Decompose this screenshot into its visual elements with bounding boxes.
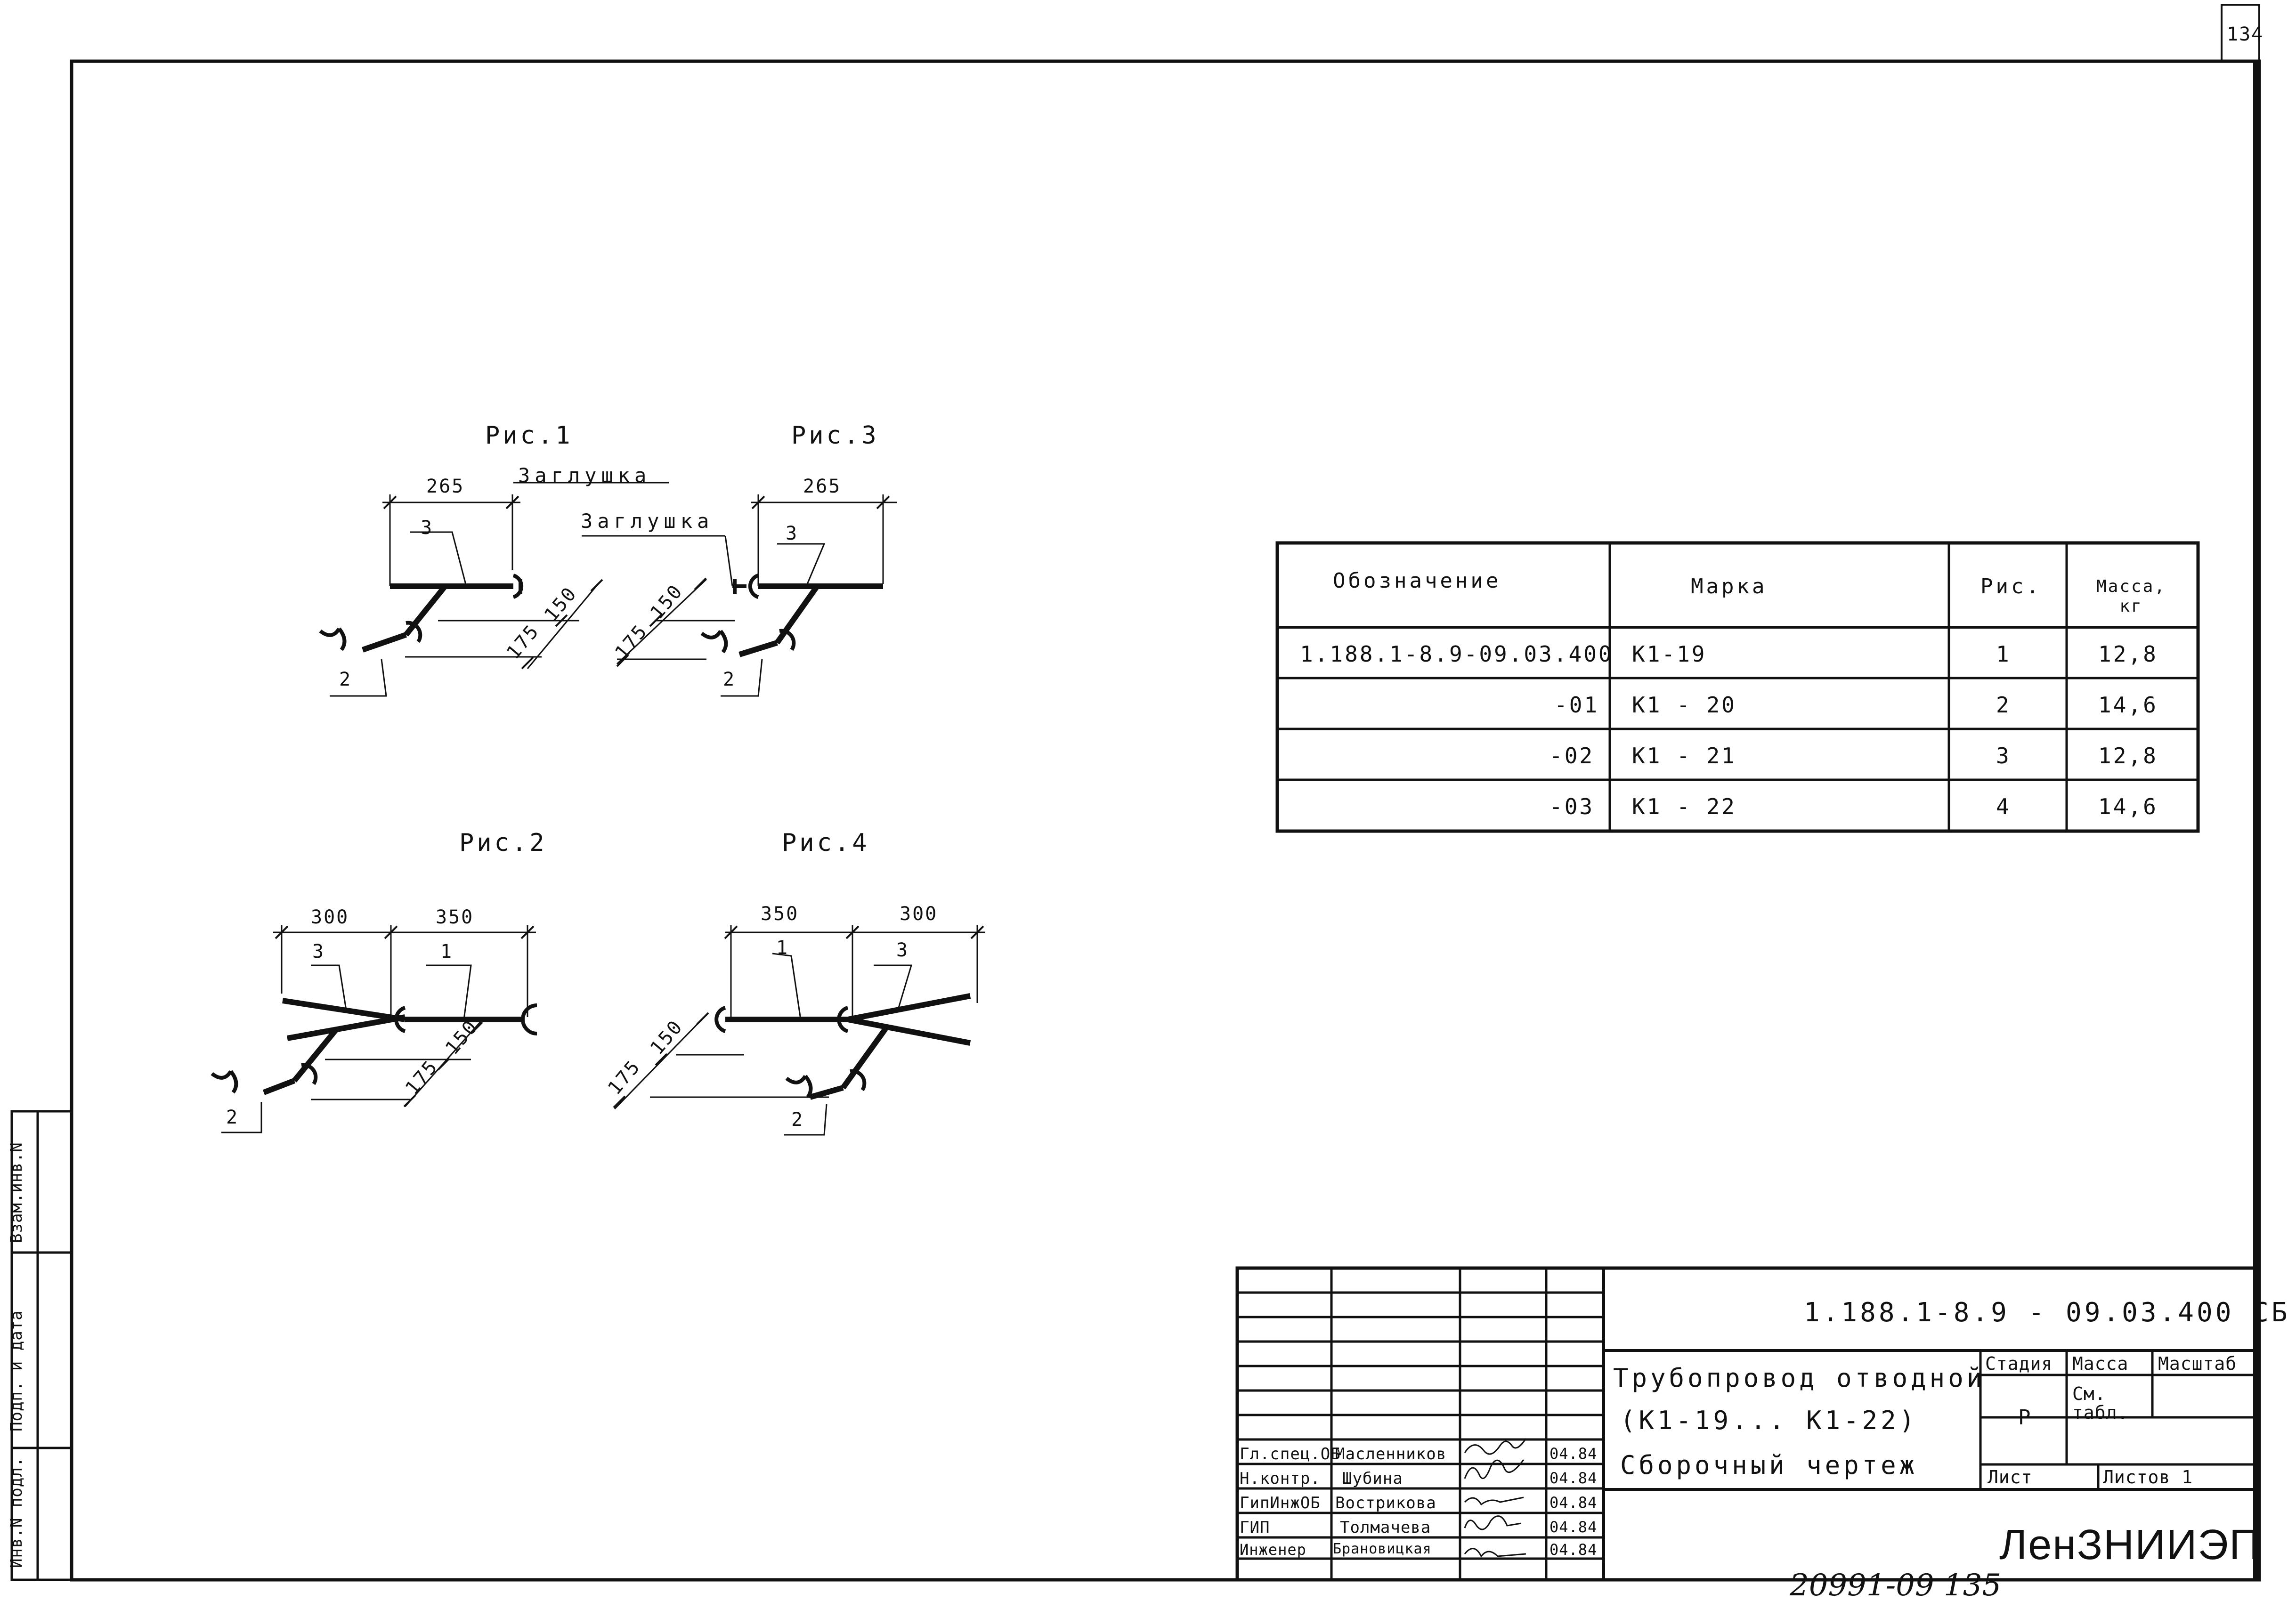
table-header-brand: Марка <box>1691 574 1768 598</box>
fig2-pos2: 2 <box>226 1107 239 1128</box>
page-number: 134 <box>2227 24 2264 45</box>
side-stamp-podp-data: Подп. и дата <box>7 1310 26 1431</box>
mass-value: См. табл. <box>2072 1383 2129 1423</box>
fig4-caption: Рис.4 <box>782 829 870 857</box>
table-row1-fig: 1 <box>1996 641 2011 667</box>
sig4-role: ГИП <box>1240 1518 1270 1537</box>
table-header-mass: Масса, кг <box>2096 577 2166 616</box>
fig1-caption: Рис.1 <box>485 421 573 450</box>
fig1-plug-label: Заглушка <box>518 464 651 487</box>
table-row4-mass: 14,6 <box>2098 794 2158 819</box>
fig3-caption: Рис.3 <box>791 421 879 450</box>
fig3-plug-label: Заглушка <box>581 509 714 533</box>
sig5-role: Инженер <box>1240 1541 1306 1559</box>
table-row3-designation: -02 <box>1550 743 1595 768</box>
side-stamp-inv-podl: Инв.N подл. <box>7 1456 26 1568</box>
fig3-pos2: 2 <box>723 669 736 690</box>
stage-header: Стадия <box>1985 1353 2053 1374</box>
fig4-pos3: 3 <box>896 939 909 961</box>
fig4-dim-350: 350 <box>761 903 799 925</box>
sig1-name: Масленников <box>1335 1445 1447 1463</box>
sheet-label: Лист <box>1988 1467 2033 1488</box>
table-row1-mass: 12,8 <box>2098 641 2158 667</box>
sig2-date: 04.84 <box>1550 1469 1598 1487</box>
fig2-dim-350: 350 <box>436 906 474 928</box>
fig1-dim-265: 265 <box>426 476 465 497</box>
sheets-label: Листов 1 <box>2103 1467 2193 1488</box>
fig4-drawing <box>613 925 985 1136</box>
sig3-role: ГипИнжОБ <box>1240 1494 1321 1512</box>
sig5-name: Брановицкая <box>1333 1541 1432 1557</box>
sig2-role: Н.контр. <box>1240 1469 1321 1488</box>
fig3-pos3: 3 <box>786 523 799 544</box>
table-row1-designation: 1.188.1-8.9-09.03.400 <box>1300 641 1614 667</box>
sig3-date: 04.84 <box>1550 1494 1598 1512</box>
sig2-name: Шубина <box>1342 1469 1403 1488</box>
fig3-dim-265: 265 <box>803 476 842 497</box>
table-row2-mass: 14,6 <box>2098 692 2158 718</box>
table-row2-brand: К1 - 20 <box>1632 692 1736 718</box>
sig5-date: 04.84 <box>1550 1541 1598 1559</box>
fig1-pos2: 2 <box>339 669 352 690</box>
table-row3-brand: К1 - 21 <box>1632 743 1736 768</box>
side-stamp-vzam-inv: Взам.инв.N <box>7 1142 26 1243</box>
title-line-2: (К1-19... К1-22) <box>1620 1406 1918 1435</box>
table-row2-designation: -01 <box>1554 692 1599 718</box>
sig4-name: Толмачева <box>1340 1518 1431 1537</box>
signature-scribbles <box>1464 1438 1527 1558</box>
fig4-pos2: 2 <box>791 1109 804 1131</box>
fig2-pos3: 3 <box>312 941 325 962</box>
table-row4-brand: К1 - 22 <box>1632 794 1736 819</box>
table-row4-designation: -03 <box>1550 794 1595 819</box>
fig3-drawing <box>582 494 897 697</box>
fig2-dim-300: 300 <box>311 906 349 928</box>
doc-code: 1.188.1-8.9 - 09.03.400 СБ <box>1804 1297 2290 1328</box>
sig4-date: 04.84 <box>1550 1518 1598 1536</box>
archive-number: 20991-09 135 <box>1790 1568 2002 1603</box>
fig4-pos1: 1 <box>776 937 789 959</box>
fig4-dim-300: 300 <box>900 903 938 925</box>
stage-value: Р <box>2018 1406 2031 1430</box>
fig2-drawing <box>211 925 537 1133</box>
table-header-designation: Обозначение <box>1333 569 1501 593</box>
fig1-pos3: 3 <box>421 517 434 539</box>
title-line-1: Трубопровод отводной <box>1613 1363 1986 1393</box>
table-row3-fig: 3 <box>1996 743 2011 768</box>
table-row3-mass: 12,8 <box>2098 743 2158 768</box>
table-row4-fig: 4 <box>1996 794 2011 819</box>
table-row2-fig: 2 <box>1996 692 2011 718</box>
table-row1-brand: К1-19 <box>1632 641 1707 667</box>
sig1-role: Гл.спец.ОБ <box>1240 1445 1341 1463</box>
fig1-drawing <box>319 482 669 697</box>
table-header-fig: Рис. <box>1980 574 2042 598</box>
mass-header: Масса <box>2072 1353 2129 1374</box>
sig1-date: 04.84 <box>1550 1445 1598 1463</box>
title-line-3: Сборочный чертеж <box>1620 1450 1918 1480</box>
fig2-pos1: 1 <box>440 941 454 962</box>
sig3-name: Вострикова <box>1335 1494 1436 1512</box>
organization-name: ЛенЗНИИЭП <box>1999 1521 2261 1569</box>
scale-header: Масштаб <box>2158 1353 2237 1374</box>
fig2-caption: Рис.2 <box>459 829 547 857</box>
